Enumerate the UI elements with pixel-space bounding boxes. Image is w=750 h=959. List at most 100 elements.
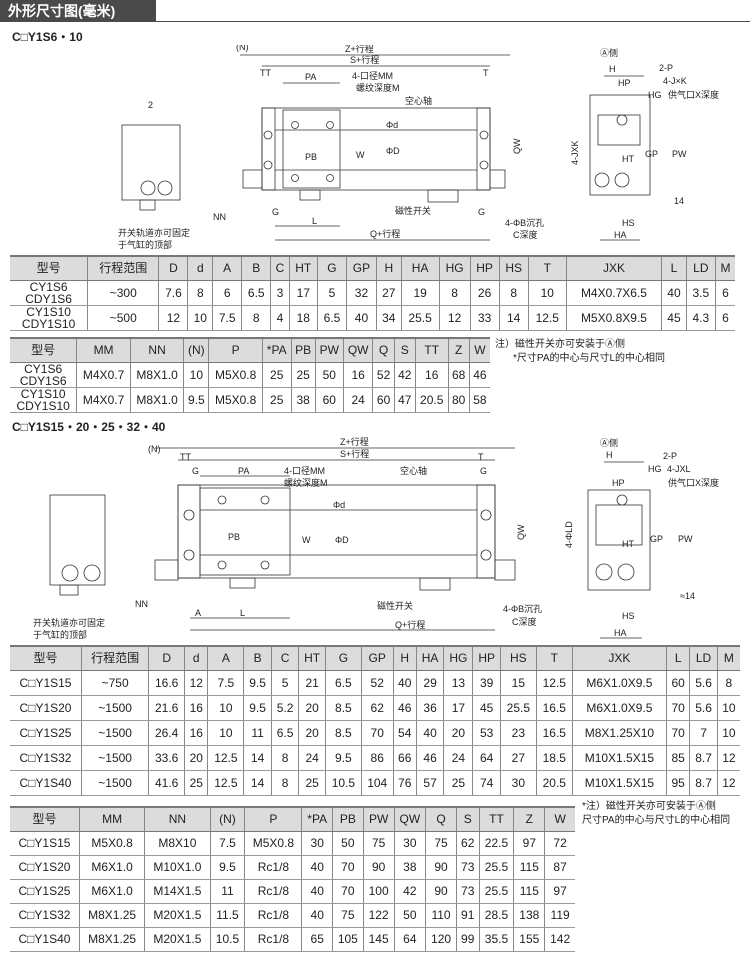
table-cell: 40 (393, 670, 417, 696)
column-header: L (666, 645, 691, 671)
table-cell: CY1S6 CDY1S6 (10, 280, 89, 306)
column-header: HS (500, 645, 537, 671)
table-cell: 6.5 (325, 670, 362, 696)
table-cell: 5.6 (689, 695, 718, 721)
dimension-label-rail2: 于气缸的顶部 (118, 239, 172, 250)
table-cell: 70 (332, 855, 364, 880)
column-header: JXK (572, 645, 668, 671)
table-cell: 33.6 (148, 745, 186, 771)
table-cell: 155 (513, 927, 546, 952)
dimension-label-ha: HA (614, 628, 627, 638)
table-cell: 8 (439, 280, 471, 306)
table-cell: 72 (544, 831, 575, 856)
column-header: HA (416, 645, 445, 671)
table-cell: 40 (301, 855, 333, 880)
table-cell: 60 (666, 670, 691, 696)
table-cell: 25 (262, 362, 292, 388)
table-cell: 12.5 (207, 745, 245, 771)
table-cell: 10 (207, 720, 245, 746)
column-header: B (241, 255, 272, 281)
table-cell: 3 (270, 280, 290, 306)
table-cell: M6X1.0X9.5 (572, 670, 668, 696)
table-cell: 6.5 (271, 720, 300, 746)
table-cell: 65 (301, 927, 333, 952)
table-cell: 5.2 (271, 695, 300, 721)
dimension-label-n14: ≈14 (680, 591, 695, 601)
dimension-label-p: 2-P (663, 451, 677, 461)
table-cell: 90 (363, 855, 395, 880)
table-cell: 38 (394, 855, 427, 880)
note-2: *注）磁性开关亦可安装于Ⓐ侧 尺寸PA的中心与尺寸L的中心相同 (582, 800, 730, 828)
column-header: C (270, 255, 290, 281)
table-cell: 46 (393, 695, 417, 721)
table-cell: 70 (361, 720, 394, 746)
table-cell: 75 (332, 903, 364, 928)
dimension-label-g2: G (478, 207, 485, 217)
table-cell: 12 (158, 305, 189, 331)
column-header: PW (315, 337, 344, 363)
dimension-label-q: Q+行程 (370, 228, 400, 239)
table-cell: C□Y1S25 (10, 879, 80, 904)
table-cell: 45 (661, 305, 687, 331)
dimension-label-a: A (195, 608, 201, 618)
column-header: JXK (566, 255, 663, 281)
note-line: *尺寸PA的中心与尺寸L的中心相同 (513, 353, 666, 364)
table-cell: M4X0.7X6.5 (566, 280, 663, 306)
table-cell: 24 (343, 387, 374, 413)
dimension-label-w: W (302, 535, 311, 545)
column-header: d (184, 645, 209, 671)
table-cell: C□Y1S40 (10, 770, 83, 796)
table-cell: 110 (425, 903, 457, 928)
table-cell: 86 (361, 745, 394, 771)
table-cell: 16 (343, 362, 374, 388)
table-cell: 105 (332, 927, 364, 952)
table-cell: 7 (689, 720, 718, 746)
column-header: P (208, 337, 263, 363)
table-cell: 28.5 (479, 903, 515, 928)
dimension-label-h: H (606, 450, 613, 460)
dimension-label-c: C深度 (512, 616, 537, 627)
dimension-label-pw: PW (678, 534, 693, 544)
table-cell: 16 (415, 362, 449, 388)
table-cell: 27 (500, 745, 537, 771)
dimension-label-hp: HP (618, 78, 631, 88)
table-cell: 115 (513, 855, 546, 880)
dimension-label-gp: GP (650, 534, 663, 544)
table-cell: 58 (469, 387, 490, 413)
table-cell: 8 (187, 280, 214, 306)
table-cell: 22.5 (479, 831, 515, 856)
column-header: HA (401, 255, 440, 281)
column-header: HT (298, 645, 326, 671)
table-cell: 64 (394, 927, 427, 952)
dimension-label-hg: HG (648, 90, 662, 100)
column-header: P (244, 806, 303, 832)
table-cell: 16 (184, 720, 209, 746)
table-cell: 52 (372, 362, 395, 388)
table-cell: M10X1.5X15 (572, 745, 668, 771)
table-cell: 17 (443, 695, 474, 721)
dimension-label-nn: NN (135, 599, 148, 609)
table-cell: 9.5 (243, 670, 272, 696)
table-cell: 73 (456, 879, 480, 904)
note-line: 注）磁性开关亦可安装于Ⓐ侧 (495, 339, 625, 350)
column-header: 型号 (10, 255, 89, 281)
dimension-label-hg: HG (648, 464, 662, 474)
table-cell: 16.6 (148, 670, 186, 696)
table-cell: 47 (394, 387, 416, 413)
table-cell: ~1500 (81, 770, 150, 796)
table-cell: 40 (301, 879, 333, 904)
table-cell: 30 (301, 831, 333, 856)
table-cell: 46 (469, 362, 490, 388)
dimension-label-mm: 4-口径MM (284, 465, 325, 476)
column-header: 型号 (10, 337, 78, 363)
dimension-label-jk: 4-J×K (663, 76, 687, 86)
table-cell: M6X1.0 (79, 879, 146, 904)
table-cell: M10X1.5X15 (572, 770, 668, 796)
